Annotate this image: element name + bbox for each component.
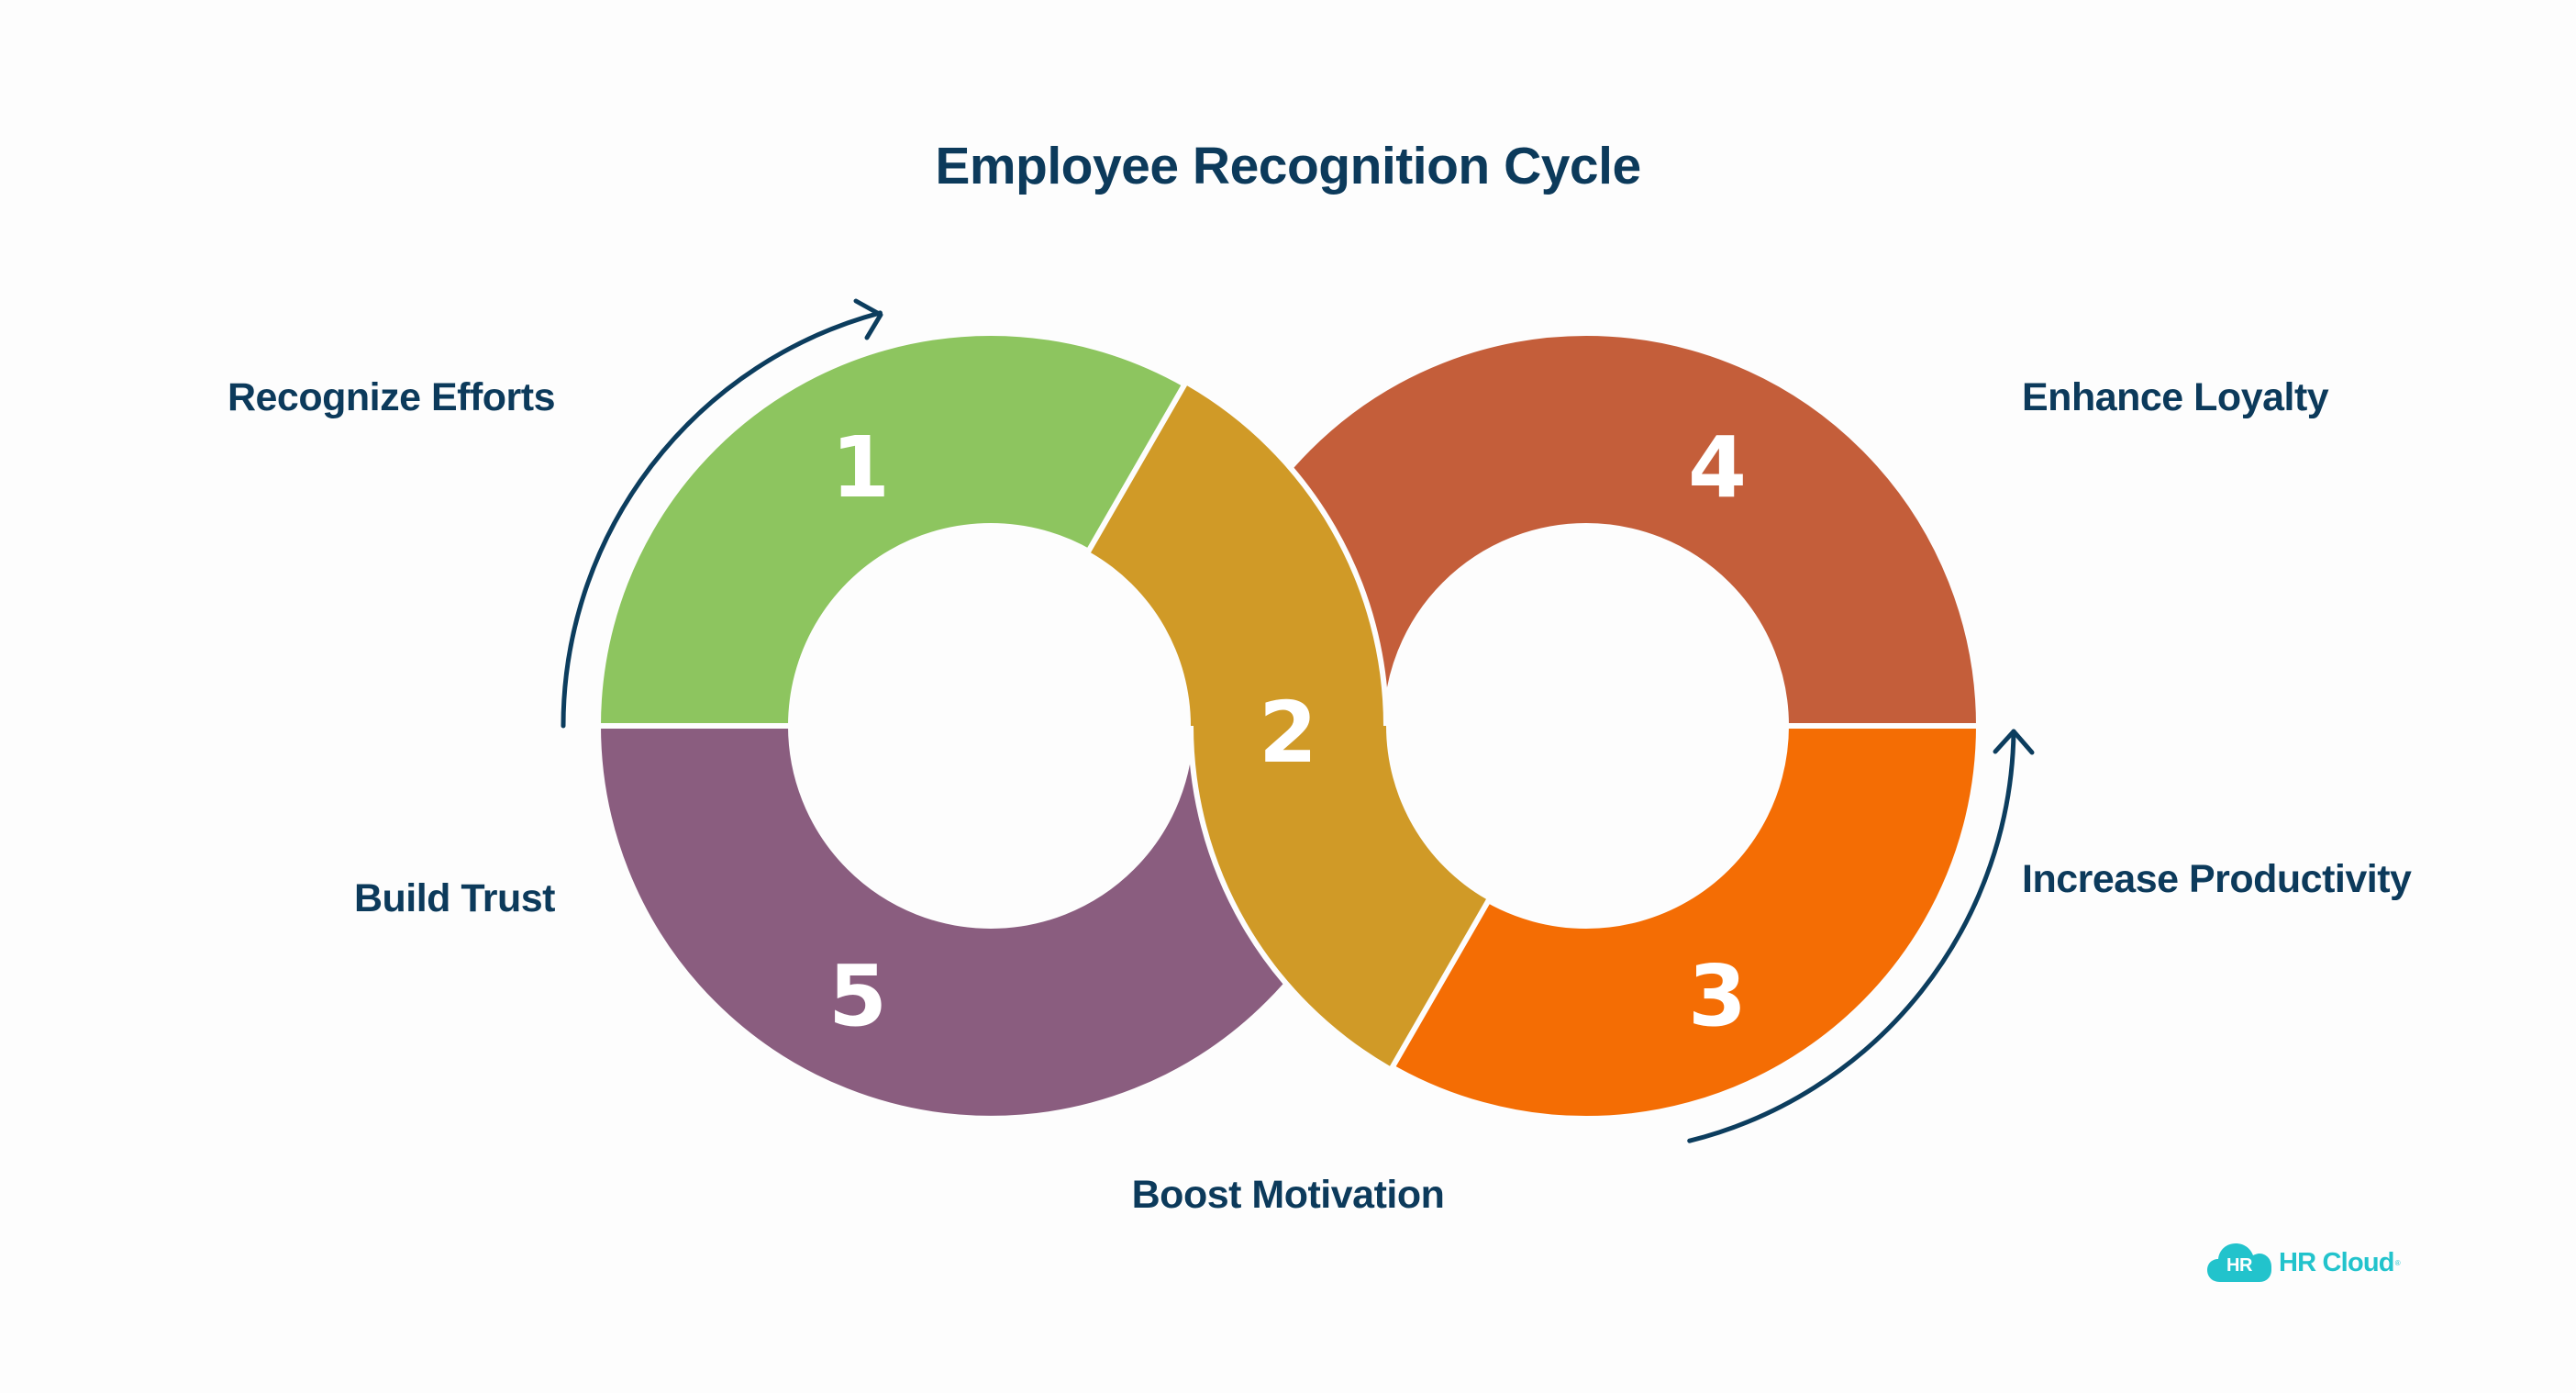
step-number-4: 4 <box>1688 418 1747 517</box>
label-enhance-loyalty: Enhance Loyalty <box>2022 375 2329 419</box>
label-boost-motivation: Boost Motivation <box>1131 1173 1445 1217</box>
step-number-5: 5 <box>828 947 887 1045</box>
label-increase-productivity: Increase Productivity <box>2022 857 2412 901</box>
label-recognize-efforts: Recognize Efforts <box>227 375 556 419</box>
step-number-1: 1 <box>831 418 890 517</box>
segment-2-lower-fill <box>1194 726 1486 1066</box>
logo-trademark: ® <box>2394 1258 2401 1267</box>
diagram-title: Employee Recognition Cycle <box>935 137 1641 195</box>
segment-2-upper-fill <box>1091 385 1383 726</box>
step-number-3: 3 <box>1688 947 1747 1045</box>
segment-1-recognize-efforts <box>594 329 1192 729</box>
logo-wordmark: HR Cloud <box>2279 1247 2394 1277</box>
segment-3-increase-productivity <box>1385 723 1982 1122</box>
cloud-icon: HR <box>2207 1242 2271 1284</box>
label-build-trust: Build Trust <box>353 876 556 920</box>
arrow-icon-left-clockwise <box>561 298 883 729</box>
logo-badge-text: HR <box>2226 1254 2252 1276</box>
segment-4-enhance-loyalty <box>1190 330 1982 729</box>
step-number-2: 2 <box>1259 684 1317 782</box>
arrow-icon-right-counterclockwise <box>1687 729 2035 1143</box>
hr-cloud-logo: HR HR Cloud ® <box>2207 1239 2401 1287</box>
